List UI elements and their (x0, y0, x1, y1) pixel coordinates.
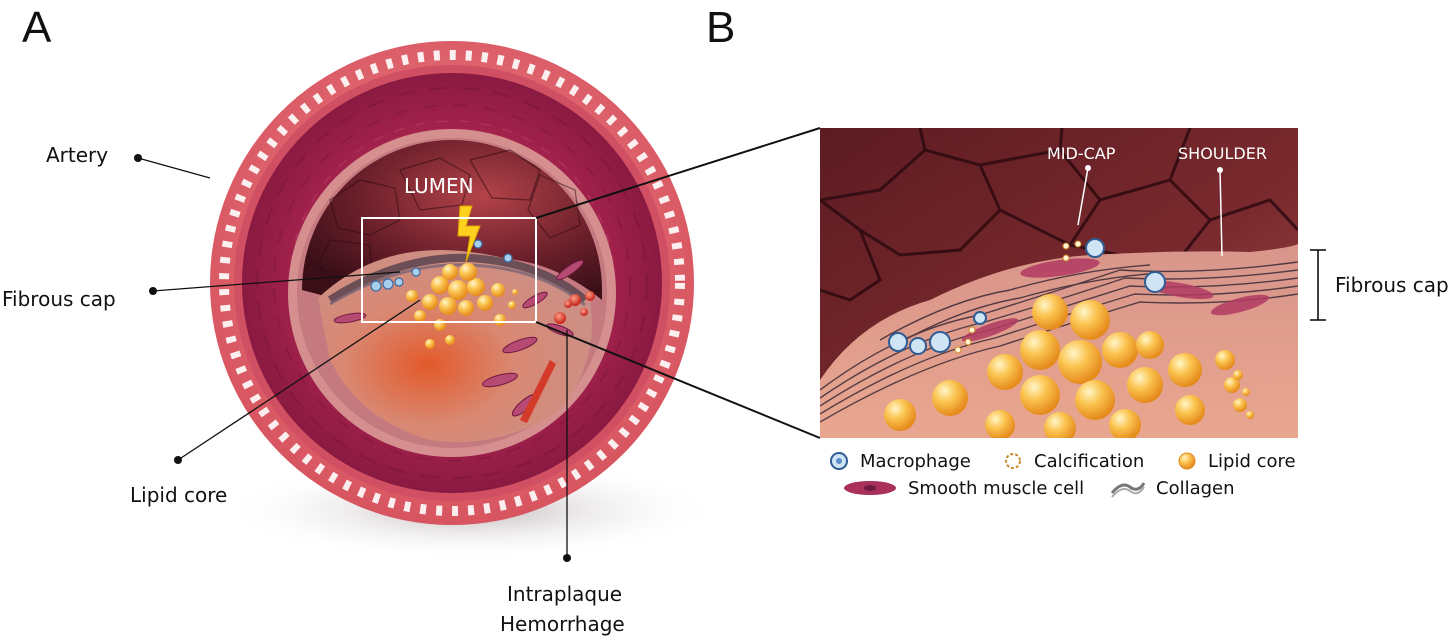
intraplaque-hemorrhage-a (520, 291, 595, 423)
zoom-box (361, 217, 537, 323)
legend-collagen: Collagen (1110, 477, 1235, 499)
lumen-label: LUMEN (404, 174, 474, 198)
macrophages-a (370, 239, 513, 292)
legend-calcification-label: Calcification (1034, 450, 1145, 472)
calcifications-b (954, 240, 1082, 354)
legend-macrophage-label: Macrophage (860, 450, 971, 472)
legend-collagen-label: Collagen (1156, 477, 1235, 499)
collagen-icon (1110, 482, 1146, 498)
fibrous-cap-bracket (1310, 249, 1326, 321)
legend-lipid-core-label: Lipid core (1208, 450, 1296, 472)
smooth-muscle-cell-icon (844, 481, 896, 495)
leader-lines-a (137, 157, 568, 558)
artery-label: Artery (46, 143, 109, 167)
rupture-lightning-icon (457, 205, 481, 263)
mid-cap-dot (1085, 165, 1091, 171)
fibrous-cap-band (327, 253, 588, 304)
zoom-line-top (535, 127, 821, 219)
fibrous-cap-label-b: Fibrous cap (1335, 273, 1449, 297)
panel-b-letter: B (706, 3, 736, 52)
hemorrhage-label-line2: Hemorrhage (500, 612, 625, 636)
lumen-cavity (302, 140, 602, 300)
legend-calcification: Calcification (1002, 450, 1144, 472)
fibrous-cap-dot (149, 287, 157, 295)
lipid-droplet-icon (1178, 452, 1196, 470)
legend-smooth-muscle-cell-label: Smooth muscle cell (908, 477, 1085, 499)
plaque-mass (318, 249, 592, 442)
fibrous-cap-label-a: Fibrous cap (2, 287, 116, 311)
lipid-droplets-a (406, 263, 518, 349)
calcification-icon (1005, 453, 1021, 469)
legend-macrophage: Macrophage (828, 450, 971, 472)
lipid-droplets-b (884, 294, 1254, 438)
zoom-line-bottom (535, 321, 821, 439)
hemorrhage-label-line1: Intraplaque (507, 582, 623, 606)
lipid-core-dot (174, 456, 182, 464)
shoulder-dot (1217, 167, 1223, 173)
mid-cap-label: MID-CAP (1047, 144, 1116, 163)
macrophage-icon (830, 452, 848, 470)
lipid-core-label: Lipid core (130, 483, 228, 507)
hemorrhage-dot (563, 554, 571, 562)
artery-dot (134, 154, 142, 162)
cell-ring (219, 50, 685, 516)
shoulder-label: SHOULDER (1178, 144, 1267, 163)
panel-a-letter: A (22, 3, 52, 52)
legend-smooth-muscle-cell: Smooth muscle cell (842, 477, 1084, 499)
legend-lipid-core: Lipid core (1176, 450, 1296, 472)
artery-cross-section (210, 41, 694, 525)
zoom-panel-b (820, 128, 1298, 438)
macrophages-b (888, 238, 1166, 355)
